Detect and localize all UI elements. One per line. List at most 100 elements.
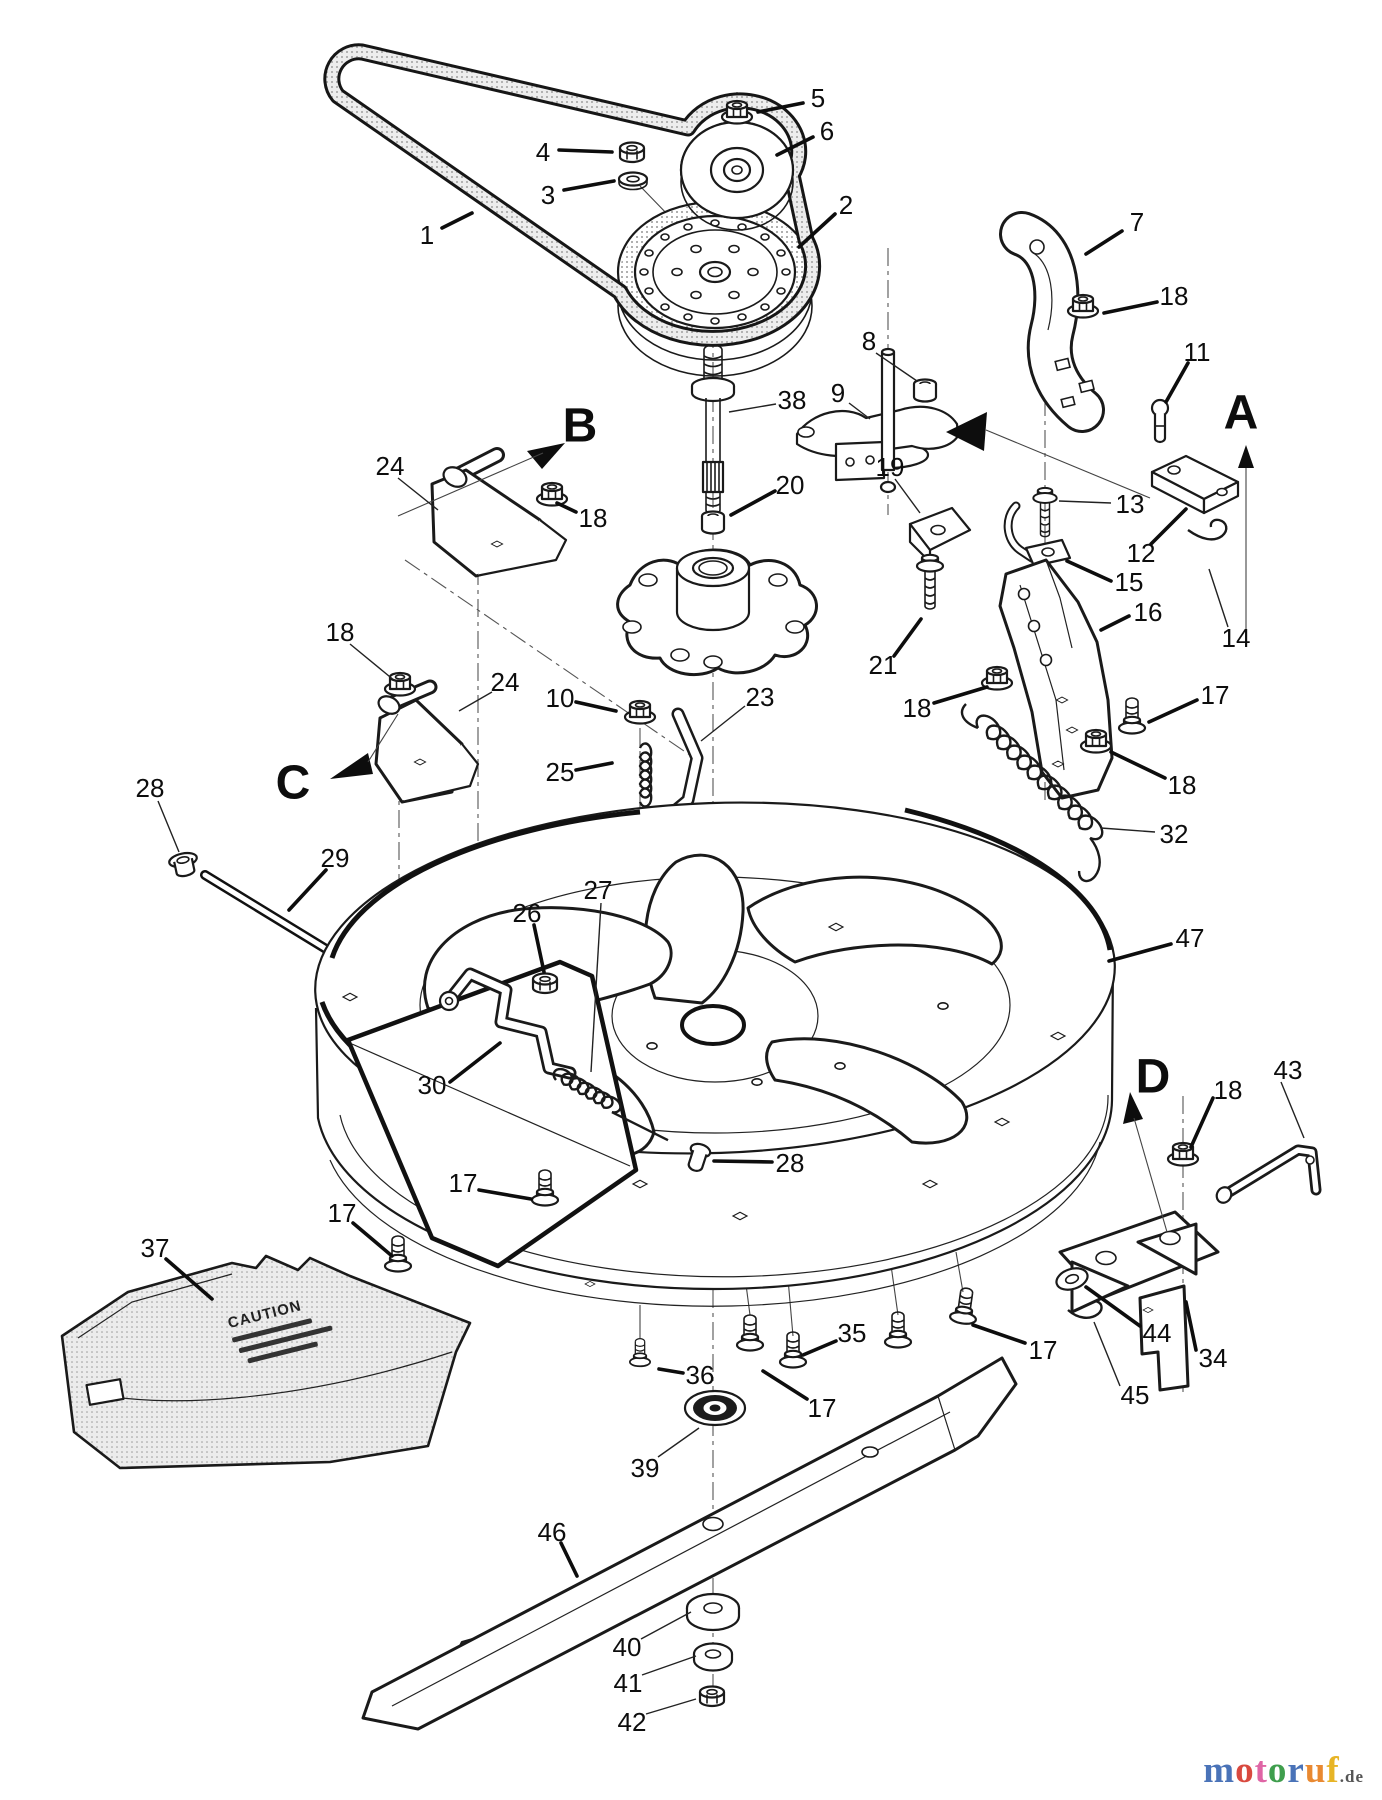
watermark-letter: o [1235,1750,1255,1791]
leader-line-1 [440,211,474,230]
clevis-pin-11 [1150,398,1170,444]
callout-label-17: 17 [449,1168,478,1198]
idler-pulley [679,120,795,231]
leader-line-37 [164,1257,214,1301]
leader-line-7 [1084,229,1124,256]
screw-36 [629,1337,651,1368]
leader-line-6 [775,135,815,157]
idler-arm-9 [795,347,987,494]
leader-line-9 [848,402,871,420]
leader-line-19 [894,478,921,514]
callout-label-15: 15 [1115,567,1144,597]
leader-line-30 [448,1041,502,1084]
belt-guide-bracket-7 [999,211,1105,433]
callout-label-12: 12 [1127,538,1156,568]
support-bracket-16 [998,558,1114,800]
callout-label-27: 27 [584,875,613,905]
leader-line-47 [1107,942,1173,963]
screw-17-a [1117,696,1147,735]
leader-line-23 [700,705,746,742]
arrow-a-icon [1238,445,1254,468]
section-letter-c: C [276,757,311,810]
flange-nut-18-a [1066,293,1100,319]
leader-line-25 [574,761,614,772]
leader-line-17 [761,1369,809,1401]
callout-label-44: 44 [1143,1318,1172,1348]
leader-line-46 [559,1541,579,1578]
leader-line-8 [875,352,918,382]
direction-arrows [330,443,1254,1233]
callout-label-13: 13 [1116,489,1145,519]
watermark-logo: motoruf.de [1203,1749,1364,1792]
pin-28-b [687,1142,712,1172]
screw-35 [778,1330,808,1369]
blade-brake-arm-30 [438,967,577,1080]
leader-line-21 [892,617,923,658]
deck-hanger-bracket-24-b [374,679,480,804]
callout-label-29: 29 [321,843,350,873]
leader-line-11 [1164,361,1190,404]
leader-line-18 [1109,750,1167,780]
reference-arrow [946,412,987,451]
screw-17-extra [883,1310,913,1349]
hex-nut-4 [618,141,646,164]
watermark-letter: f [1326,1750,1340,1791]
leader-line-14 [1208,568,1229,628]
callout-label-10: 10 [546,683,575,713]
callout-label-18: 18 [326,617,355,647]
cotter-pin-45 [1067,1299,1103,1319]
leader-line-17 [351,1221,394,1258]
lift-rod-43 [1215,1144,1322,1204]
callout-label-46: 46 [538,1517,567,1547]
leader-line-28 [157,800,180,853]
flange-nut-10 [623,699,657,725]
mower-blade [361,1356,1018,1731]
washer-3 [617,171,649,191]
watermark-letter: u [1304,1750,1327,1791]
callout-label-38: 38 [778,385,807,415]
callout-label-3: 3 [541,180,555,210]
chute-deflector: CAUTION [60,1254,472,1470]
callout-label-42: 42 [618,1707,647,1737]
flange-nut-18-c [1079,728,1113,754]
callout-label-18: 18 [1168,770,1197,800]
callout-label-17: 17 [808,1393,837,1423]
flange-bushing-28-a [168,851,198,878]
leader-line-18 [932,685,989,705]
leader-line-18 [349,643,396,682]
watermark-letter: o [1267,1750,1288,1791]
callout-label-17: 17 [328,1198,357,1228]
spindle-bearing-39 [683,1389,747,1427]
callout-label-8: 8 [862,326,876,356]
watermark-letter: m [1203,1750,1236,1791]
arrow-b-icon [527,443,565,469]
leader-line-12 [1149,507,1188,546]
leader-line-18 [1102,300,1159,315]
discharge-baffle [345,959,639,1269]
callout-label-41: 41 [614,1668,643,1698]
blade-washer-40 [685,1592,741,1632]
spacer-8 [912,378,938,403]
leader-line-10 [574,700,618,713]
callout-label-43: 43 [1274,1055,1303,1085]
leader-line-28 [712,1159,774,1164]
section-letter-a: A [1224,387,1259,440]
leader-line-18 [555,501,578,514]
hex-nut-42 [698,1685,726,1708]
leader-line-41 [641,1655,697,1676]
spring-27 [552,1067,669,1142]
callout-label-1: 1 [420,220,434,250]
callout-label-2: 2 [839,190,853,220]
leader-line-27 [590,902,602,1073]
leader-line-35 [801,1339,838,1357]
callout-label-11: 11 [1184,337,1211,367]
callout-label-23: 23 [746,682,775,712]
callout-label-34: 34 [1199,1343,1228,1373]
callout-label-35: 35 [838,1318,867,1348]
callout-label-47: 47 [1176,923,1205,953]
callout-label-28: 28 [136,773,165,803]
engine-pulley [616,200,814,377]
section-letter-d: D [1136,1051,1171,1104]
leader-line-17 [477,1188,533,1201]
